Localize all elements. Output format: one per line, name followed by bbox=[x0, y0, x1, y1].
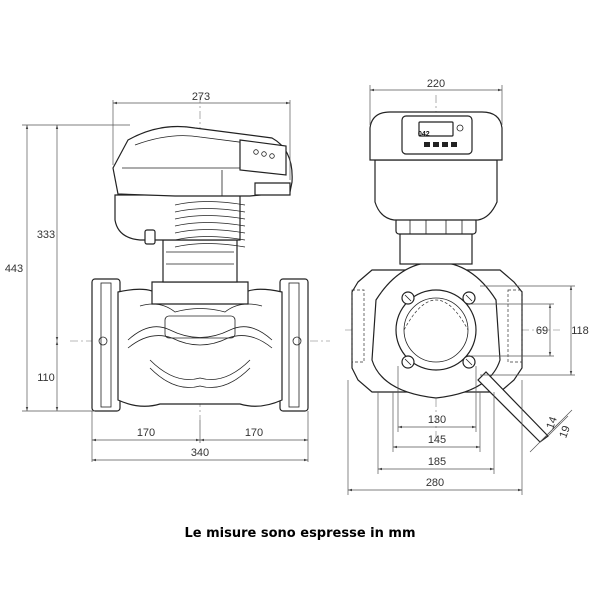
display-readout: 042 bbox=[418, 131, 430, 138]
dim-label-443: 443 bbox=[5, 263, 23, 275]
dim-overall-height: 443 bbox=[5, 124, 130, 412]
side-pump-body bbox=[351, 261, 549, 443]
dim-label-118: 118 bbox=[571, 325, 589, 337]
dim-label-14: 14 bbox=[544, 415, 559, 431]
dim-base-width: 280 bbox=[347, 380, 523, 495]
dim-holes: 14 19 bbox=[529, 409, 573, 453]
side-view: 042 220 118 69 bbox=[345, 78, 589, 495]
side-display bbox=[418, 121, 454, 137]
units-caption: Le misure sono espresse in mm bbox=[184, 526, 416, 541]
dim-port-to-port: 340 bbox=[92, 447, 308, 462]
front-control-head bbox=[112, 125, 293, 197]
dim-bolt-circle: 130 bbox=[397, 366, 477, 432]
dim-flange-145: 145 bbox=[392, 392, 481, 452]
front-view: 273 443 333 110 170 170 bbox=[5, 91, 330, 462]
dim-label-145: 145 bbox=[428, 434, 446, 446]
dim-label-170-right: 170 bbox=[245, 427, 263, 439]
dim-flange-height: 118 bbox=[480, 285, 589, 376]
dim-flange-inner: 69 bbox=[470, 303, 554, 357]
side-pump-neck bbox=[395, 217, 477, 265]
dim-label-185: 185 bbox=[428, 456, 446, 468]
dim-motor-height: 333 bbox=[37, 124, 59, 341]
dim-axis-height: 110 bbox=[37, 341, 59, 411]
dim-front-width: 273 bbox=[112, 91, 291, 180]
dim-label-130: 130 bbox=[428, 414, 446, 426]
dim-label-280: 280 bbox=[426, 477, 444, 489]
dim-label-170-left: 170 bbox=[137, 427, 155, 439]
dim-label-333: 333 bbox=[37, 229, 55, 241]
dim-label-69: 69 bbox=[536, 325, 548, 337]
side-motor bbox=[374, 159, 498, 221]
front-pump-neck bbox=[162, 239, 238, 283]
dim-label-340: 340 bbox=[191, 447, 209, 459]
dim-flange-185: 185 bbox=[377, 392, 495, 474]
front-pump-body bbox=[91, 278, 309, 412]
side-control-head: 042 bbox=[369, 111, 503, 161]
dim-label-273: 273 bbox=[192, 91, 210, 103]
front-motor bbox=[114, 194, 246, 248]
dim-label-110: 110 bbox=[37, 372, 55, 384]
dim-side-width: 220 bbox=[369, 78, 503, 125]
dim-half-lengths: 170 170 bbox=[91, 411, 309, 462]
dim-label-220: 220 bbox=[427, 78, 445, 90]
dim-label-19: 19 bbox=[557, 424, 572, 440]
